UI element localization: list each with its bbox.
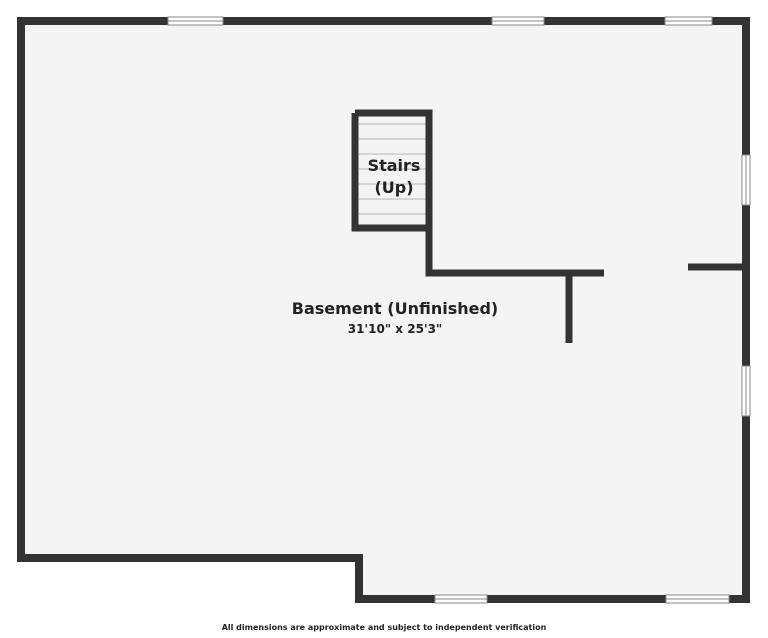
stair-treads: [359, 123, 426, 215]
window-bottom-1: [434, 594, 488, 604]
window-top-3: [664, 16, 713, 26]
window-right-2: [741, 365, 751, 417]
stairs-label-line1: Stairs: [368, 156, 421, 175]
window-bottom-2: [665, 594, 730, 604]
window-right-1: [741, 154, 751, 206]
window-top-2: [491, 16, 545, 26]
exterior-wall: [17, 17, 750, 603]
basement-floor: [21, 21, 746, 599]
interior-wall-1: [425, 228, 604, 277]
basement-dimensions: 31'10" x 25'3": [348, 322, 442, 336]
stairs-label-line2: (Up): [374, 178, 413, 197]
basement-name: Basement (Unfinished): [292, 299, 498, 318]
window-top-1: [167, 16, 224, 26]
disclaimer-text: All dimensions are approximate and subje…: [221, 623, 547, 632]
